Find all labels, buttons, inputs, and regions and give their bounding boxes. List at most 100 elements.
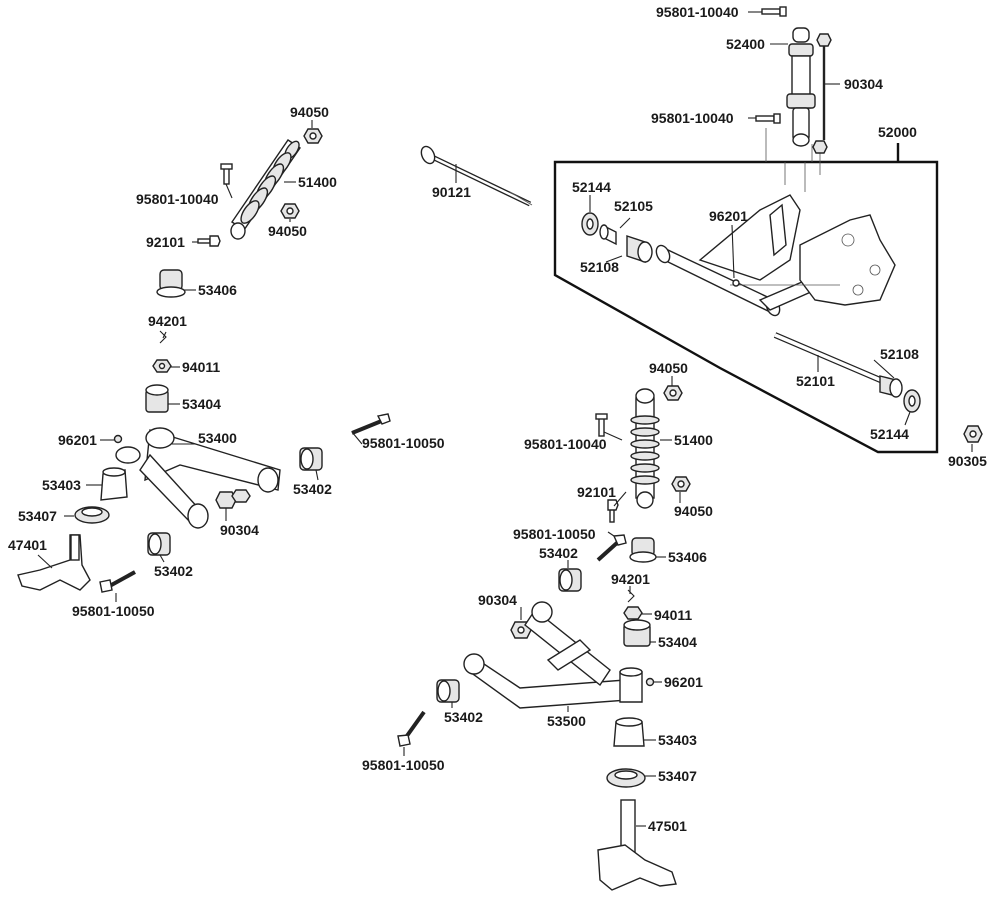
knuckle-47501 <box>597 799 677 891</box>
label-53406-a: 53406 <box>198 282 237 298</box>
label-90121: 90121 <box>432 184 471 200</box>
grease-nipple-96201-right <box>645 677 655 687</box>
label-52144-a: 52144 <box>572 179 611 195</box>
collar-52105 <box>599 224 617 246</box>
label-52105: 52105 <box>614 198 653 214</box>
bolt-95801-10050-b <box>99 570 136 593</box>
leader-lines <box>37 11 973 827</box>
bearing-53407-right <box>606 768 646 788</box>
label-95801-10050-a: 95801-10050 <box>362 435 445 451</box>
bolt-95801-10050-c <box>596 534 627 562</box>
label-52144-b: 52144 <box>870 426 909 442</box>
shaft-52101 <box>773 332 887 385</box>
label-52101: 52101 <box>796 373 835 389</box>
label-96201-swing: 96201 <box>709 208 748 224</box>
label-53402-b: 53402 <box>154 563 193 579</box>
bolt-95801-10040-mid <box>755 113 781 124</box>
label-53403-a: 53403 <box>42 477 81 493</box>
bushing-53402-c <box>558 568 582 592</box>
label-95801-10040-mid: 95801-10040 <box>651 110 734 126</box>
label-94050-d: 94050 <box>674 503 713 519</box>
bushing-52144-a <box>581 212 599 236</box>
label-92101-b: 92101 <box>577 484 616 500</box>
knuckle-47401 <box>17 534 91 591</box>
nut-90304-left <box>215 489 251 509</box>
pin-94201-left <box>159 330 167 344</box>
label-92101-a: 92101 <box>146 234 185 250</box>
bolt-95801-10040-right <box>595 413 608 437</box>
bushing-53402-b <box>147 532 171 556</box>
label-53403-b: 53403 <box>658 732 697 748</box>
a-arm-53500 <box>463 601 643 709</box>
bushing-53404-left <box>145 384 169 413</box>
nut-94011-left <box>152 359 172 373</box>
label-53404-b: 53404 <box>658 634 697 650</box>
label-53500: 53500 <box>547 713 586 729</box>
bushing-53402-a <box>299 447 323 471</box>
label-51400-a: 51400 <box>298 174 337 190</box>
label-94011-a: 94011 <box>182 359 220 375</box>
pivot-shaft-90121 <box>420 145 533 207</box>
label-95801-10050-b: 95801-10050 <box>72 603 155 619</box>
bearing-53407-left <box>74 506 110 524</box>
bushing-53406-left <box>156 269 186 298</box>
label-90305: 90305 <box>948 453 987 469</box>
shock-51400-right <box>630 388 660 509</box>
label-90304-top: 90304 <box>844 76 883 92</box>
label-47501: 47501 <box>648 818 687 834</box>
bushing-53402-d <box>436 679 460 703</box>
bushing-52108-a <box>626 235 653 263</box>
label-52108-a: 52108 <box>580 259 619 275</box>
label-53400: 53400 <box>198 430 237 446</box>
label-53407-a: 53407 <box>18 508 57 524</box>
label-53402-c: 53402 <box>539 545 578 561</box>
label-96201-a: 96201 <box>58 432 97 448</box>
label-52108-b: 52108 <box>880 346 919 362</box>
label-90304-a: 90304 <box>220 522 259 538</box>
swing-arm-frame <box>655 194 896 317</box>
bolt-92101-right <box>607 499 619 523</box>
label-52400: 52400 <box>726 36 765 52</box>
label-94050-a: 94050 <box>290 104 329 120</box>
nut-94050-d <box>671 476 691 492</box>
rear-shock-52400 <box>765 27 821 192</box>
label-94201-b: 94201 <box>611 571 650 587</box>
nut-94011-right <box>623 606 643 620</box>
bushing-53404-right <box>623 619 651 647</box>
nut-94050-a <box>303 128 323 144</box>
label-53407-b: 53407 <box>658 768 697 784</box>
label-53406-b: 53406 <box>668 549 707 565</box>
label-52000: 52000 <box>878 124 917 140</box>
bolt-95801-10050-d <box>397 710 426 747</box>
bushing-53403-left <box>100 467 128 501</box>
bolt-92101-left <box>197 235 221 247</box>
label-95801-10040-a: 95801-10040 <box>136 191 219 207</box>
label-94201-a: 94201 <box>148 313 187 329</box>
bushing-53403-right <box>613 717 645 747</box>
label-95801-10050-c: 95801-10050 <box>513 526 596 542</box>
label-51400-b: 51400 <box>674 432 713 448</box>
label-95801-10040-b: 95801-10040 <box>524 436 607 452</box>
nut-90305 <box>963 425 983 443</box>
bushing-52144-b <box>903 389 921 413</box>
label-95801-10040-top: 95801-10040 <box>656 4 739 20</box>
label-47401: 47401 <box>8 537 47 553</box>
label-53402-a: 53402 <box>293 481 332 497</box>
shock-51400-left <box>230 139 301 240</box>
nut-94050-b <box>280 203 300 219</box>
label-94050-b: 94050 <box>268 223 307 239</box>
label-53402-d: 53402 <box>444 709 483 725</box>
label-95801-10050-d: 95801-10050 <box>362 757 445 773</box>
bushing-52108-b <box>879 375 903 398</box>
label-90304-b: 90304 <box>478 592 517 608</box>
bolt-95801-10040-top <box>761 6 787 17</box>
bushing-53406-right <box>629 537 657 563</box>
nut-90304-top <box>812 33 832 154</box>
a-arm-53400 <box>115 427 281 529</box>
label-94050-c: 94050 <box>649 360 688 376</box>
part-number-labels: 95801-10040 52400 90304 95801-10040 5200… <box>8 4 987 834</box>
bolt-95801-10050-a <box>351 413 391 435</box>
nut-94050-c <box>663 385 683 401</box>
group-52000-box <box>553 143 939 454</box>
